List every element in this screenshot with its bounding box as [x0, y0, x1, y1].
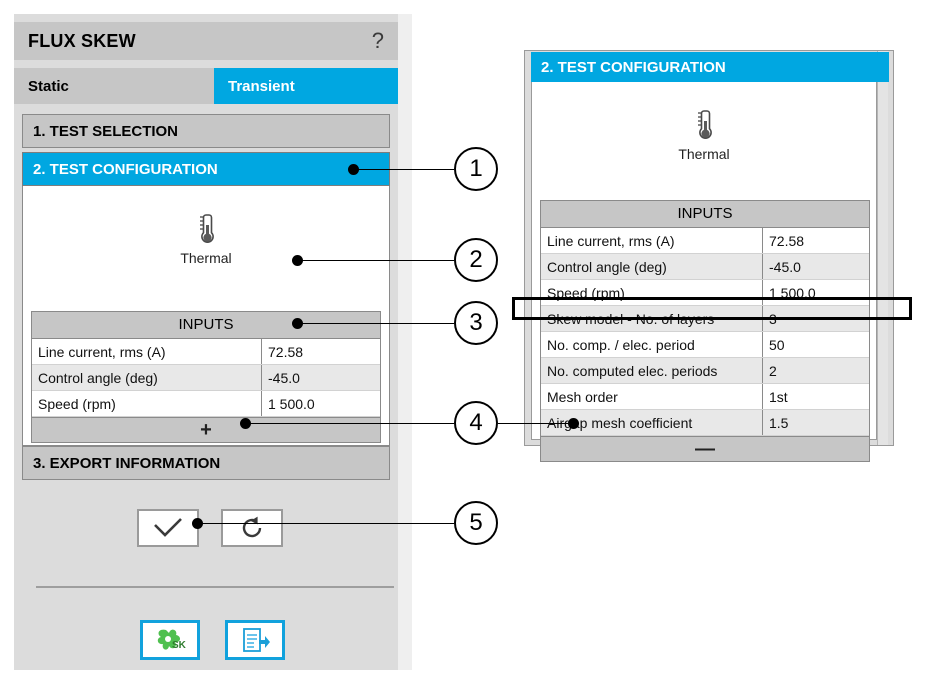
expanded-selection-label: Thermal: [678, 146, 730, 162]
table-row[interactable]: No. comp. / elec. period 50: [541, 332, 869, 358]
expanded-section-header[interactable]: 2. TEST CONFIGURATION: [531, 52, 889, 82]
export-button[interactable]: [225, 620, 285, 660]
section-test-selection[interactable]: 1. TEST SELECTION: [22, 114, 390, 148]
expanded-inputs-header: INPUTS: [541, 201, 869, 228]
callout-leader-4-left: [250, 423, 454, 424]
check-icon: [152, 517, 184, 539]
row-key: Control angle (deg): [541, 254, 763, 279]
validate-button[interactable]: [137, 509, 199, 547]
row-value[interactable]: 2: [769, 362, 777, 379]
callout-dot-4-left: [240, 418, 251, 429]
table-row[interactable]: Speed (rpm) 1 500.0: [32, 391, 380, 417]
collapse-inputs-button[interactable]: —: [541, 436, 869, 461]
table-row[interactable]: Mesh order 1st: [541, 384, 869, 410]
inputs-table: INPUTS Line current, rms (A) 72.58 Contr…: [31, 311, 381, 443]
row-value[interactable]: 1 500.0: [769, 284, 816, 301]
row-value[interactable]: -45.0: [268, 369, 300, 386]
thermometer-icon: [193, 212, 219, 246]
left-panel-scrollbar[interactable]: [398, 14, 412, 670]
row-key: Control angle (deg): [32, 365, 262, 390]
row-value[interactable]: 1st: [769, 388, 788, 405]
callout-2: 2: [454, 238, 498, 282]
callout-5: 5: [454, 501, 498, 545]
table-row[interactable]: Airgap mesh coefficient 1.5: [541, 410, 869, 436]
row-key: Airgap mesh coefficient: [541, 410, 763, 435]
help-icon[interactable]: ?: [371, 28, 384, 53]
row-value[interactable]: 1 500.0: [268, 395, 315, 412]
svg-text:SK: SK: [172, 640, 187, 651]
page-title: FLUX SKEW: [28, 30, 136, 51]
selection-thermal[interactable]: Thermal: [23, 186, 389, 266]
row-value[interactable]: 1.5: [769, 414, 789, 431]
callout-dot-1: [348, 164, 359, 175]
callout-leader-4-right: [498, 423, 572, 424]
right-panel-scrollbar[interactable]: [877, 51, 888, 445]
section-export-information[interactable]: 3. EXPORT INFORMATION: [22, 446, 390, 480]
reset-button[interactable]: [221, 509, 283, 547]
row-value[interactable]: 72.58: [268, 343, 304, 360]
row-key: Speed (rpm): [32, 391, 262, 416]
table-row[interactable]: Line current, rms (A) 72.58: [32, 339, 380, 365]
skew-fan-icon: SK: [153, 626, 187, 654]
inputs-table-header: INPUTS: [32, 312, 380, 339]
section-test-configuration[interactable]: 2. TEST CONFIGURATION: [22, 152, 390, 186]
table-row[interactable]: No. computed elec. periods 2: [541, 358, 869, 384]
window-title-bar: FLUX SKEW ?: [14, 22, 398, 60]
expand-inputs-button[interactable]: +: [32, 417, 380, 442]
row-key: No. comp. / elec. period: [541, 332, 763, 357]
table-row[interactable]: Control angle (deg) -45.0: [541, 254, 869, 280]
table-row[interactable]: Control angle (deg) -45.0: [32, 365, 380, 391]
row-value[interactable]: 50: [769, 336, 785, 353]
table-row[interactable]: Speed (rpm) 1 500.0: [541, 280, 869, 306]
row-key: Mesh order: [541, 384, 763, 409]
callout-4: 4: [454, 401, 498, 445]
row-key: Line current, rms (A): [32, 339, 262, 364]
callout-leader-5: [202, 523, 454, 524]
row-value[interactable]: 72.58: [769, 232, 805, 249]
expanded-inputs-table: INPUTS Line current, rms (A) 72.58 Contr…: [540, 200, 870, 462]
thermometer-icon: [691, 108, 717, 142]
row-value[interactable]: -45.0: [769, 258, 801, 275]
tab-static[interactable]: Static: [14, 68, 214, 104]
callout-leader-2: [302, 260, 454, 261]
export-document-icon: [239, 626, 271, 654]
callout-1: 1: [454, 147, 498, 191]
callout-dot-3: [292, 318, 303, 329]
row-key: Line current, rms (A): [541, 228, 763, 253]
reset-icon: [239, 515, 265, 541]
callout-dot-2: [292, 255, 303, 266]
row-value[interactable]: 3: [769, 310, 777, 327]
callout-dot-5: [192, 518, 203, 529]
callout-3: 3: [454, 301, 498, 345]
row-key: Speed (rpm): [541, 280, 763, 305]
expanded-selection-thermal[interactable]: Thermal: [532, 82, 876, 162]
mode-tabs: Static Transient: [14, 68, 398, 104]
footer-divider: [36, 586, 394, 588]
row-key: No. computed elec. periods: [541, 358, 763, 383]
skew-tool-button[interactable]: SK: [140, 620, 200, 660]
selection-thermal-label: Thermal: [180, 250, 232, 266]
row-key: Skew model - No. of layers: [541, 306, 763, 331]
callout-leader-1: [358, 169, 454, 170]
tab-transient[interactable]: Transient: [214, 68, 398, 104]
table-row-skew-model[interactable]: Skew model - No. of layers 3: [541, 306, 869, 332]
callout-dot-4-right: [568, 418, 579, 429]
table-row[interactable]: Line current, rms (A) 72.58: [541, 228, 869, 254]
callout-leader-3: [302, 323, 454, 324]
